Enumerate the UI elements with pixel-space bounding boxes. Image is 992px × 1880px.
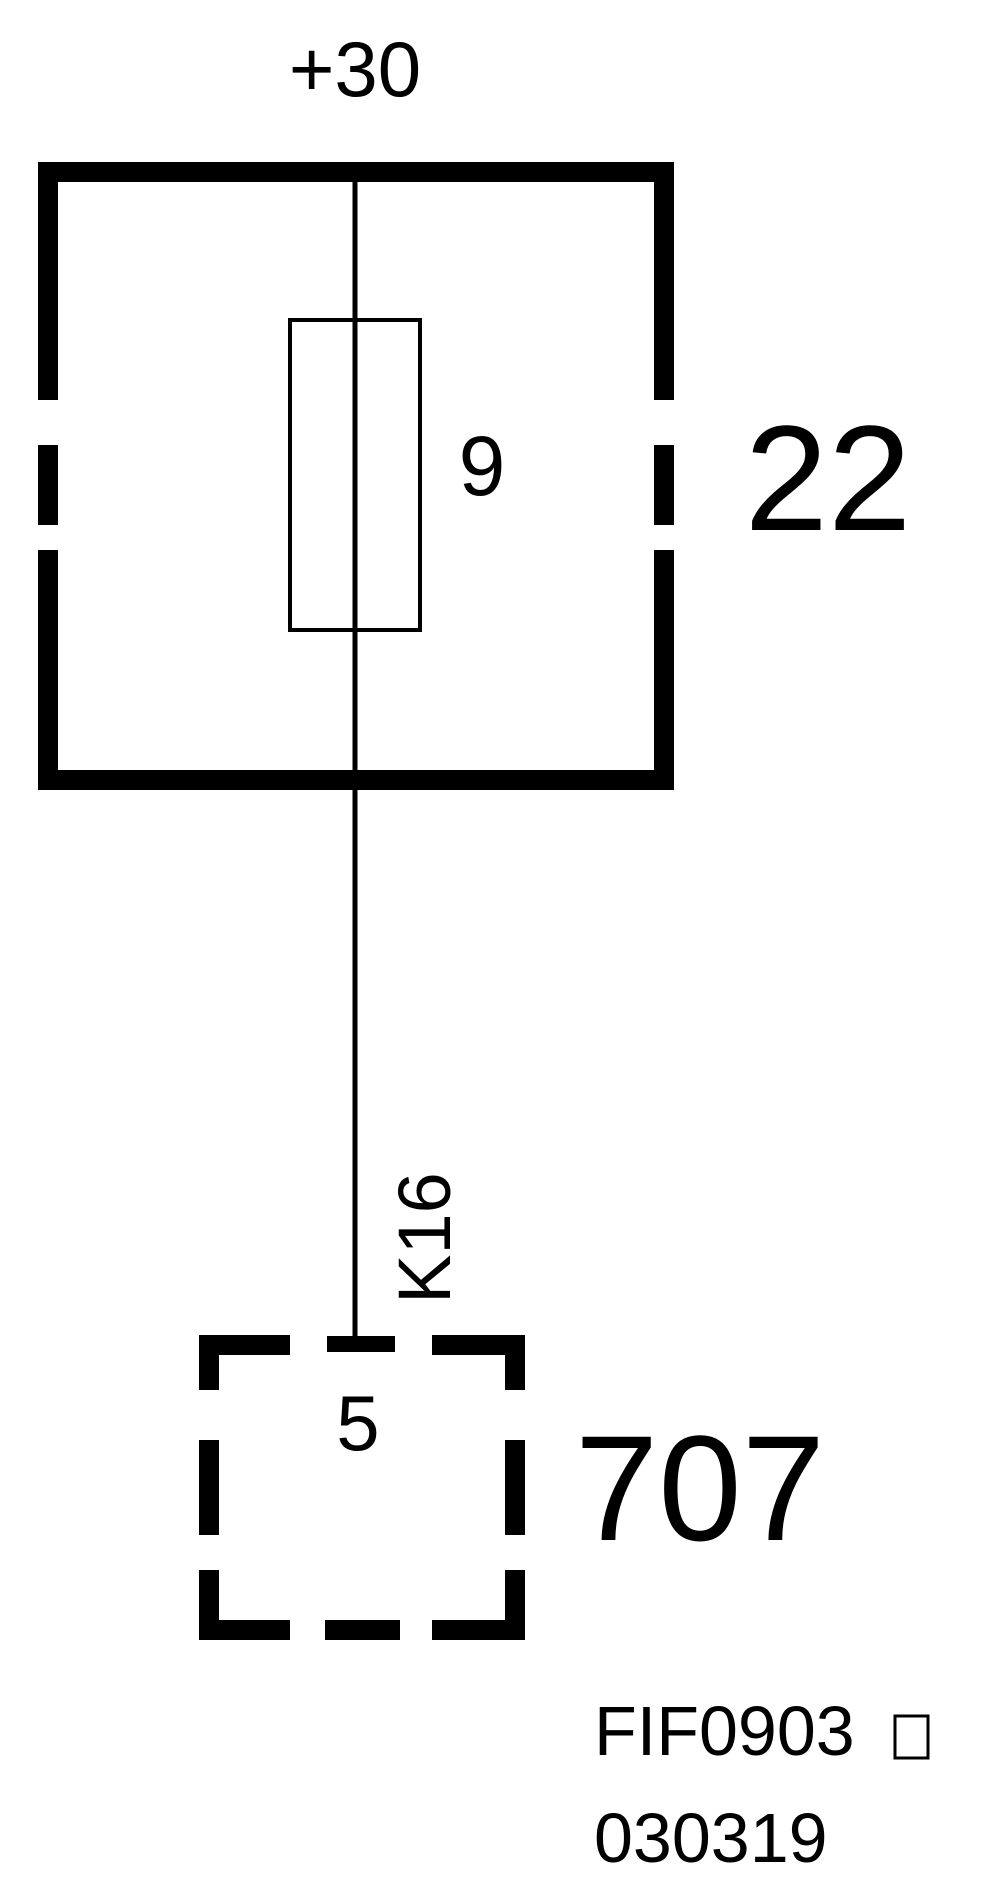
reference-code: FIF0903 bbox=[594, 1692, 855, 1770]
connector-outline bbox=[199, 1335, 525, 1640]
reference-date: 030319 bbox=[594, 1799, 828, 1877]
reference-box-glyph bbox=[893, 1714, 930, 1760]
wire-label: K16 bbox=[383, 1172, 466, 1304]
fuse-box-component-number: 22 bbox=[745, 394, 912, 562]
connector-pin-label: 5 bbox=[336, 1379, 379, 1467]
pin-terminal-marker bbox=[327, 1336, 395, 1352]
fuse-box-outline bbox=[38, 162, 674, 790]
connector-component-number: 707 bbox=[575, 1404, 825, 1572]
supply-label: +30 bbox=[289, 25, 421, 113]
fuse-number-label: 9 bbox=[459, 419, 506, 513]
